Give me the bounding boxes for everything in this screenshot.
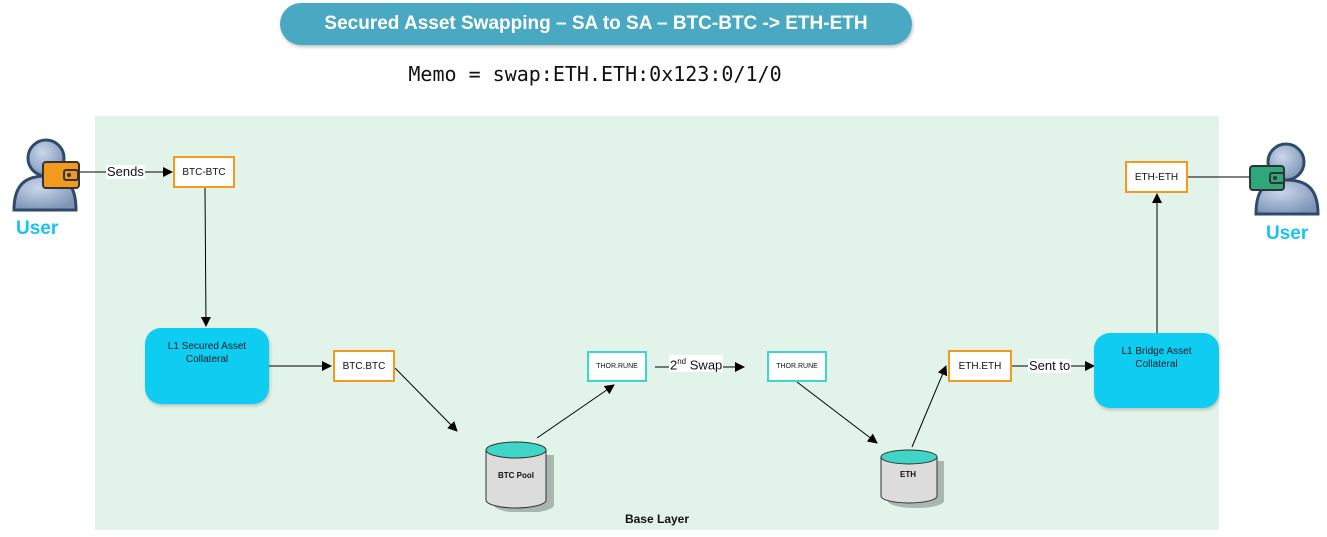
base-layer-label: Base Layer	[624, 512, 690, 526]
node-eth-dot-eth: ETH.ETH	[948, 350, 1012, 382]
memo-text: Memo = swap:ETH.ETH:0x123:0/1/0	[408, 62, 782, 86]
arrow-btc-dot-btc-to-pool	[394, 367, 458, 432]
eth-pool-cylinder-icon	[878, 448, 946, 508]
btc-pool-cylinder-icon	[482, 440, 556, 513]
node-btc-dot-btc: BTC.BTC	[333, 350, 395, 382]
second-swap-word: Swap	[689, 357, 723, 373]
btc-pool-label: BTC Pool	[498, 471, 534, 480]
second-swap-sup: nd	[677, 357, 687, 366]
node-eth-eth: ETH-ETH	[1125, 161, 1188, 193]
user-left-label: User	[16, 218, 59, 239]
eth-pool-label: ETH	[900, 470, 916, 479]
edge-label-sent-to: Sent to	[1028, 358, 1072, 373]
user-right-icon	[1248, 138, 1320, 218]
l1-bridge-label: L1 Bridge Asset Collateral	[1121, 346, 1192, 370]
edge-label-sends: Sends	[106, 164, 145, 179]
node-l1-bridge-collateral: L1 Bridge Asset Collateral	[1094, 333, 1219, 408]
l1-secured-label: L1 Secured Asset Collateral	[167, 341, 247, 365]
node-l1-secured-collateral: L1 Secured Asset Collateral	[145, 328, 269, 404]
node-thor-rune-2: THOR.RUNE	[767, 351, 827, 382]
base-layer-region	[95, 116, 1219, 530]
diagram-title: Secured Asset Swapping – SA to SA – BTC-…	[280, 3, 912, 45]
arrow-btc-btc-to-l1-secured	[200, 187, 211, 327]
arrow-pool-to-thor-rune	[536, 384, 615, 439]
node-btc-btc: BTC-BTC	[173, 156, 235, 188]
arrow-eth-pool-to-eth-dot-eth	[911, 365, 948, 448]
arrow-thor-rune-to-eth-pool	[796, 381, 878, 444]
second-swap-prefix: 2	[670, 357, 678, 373]
user-left-icon	[12, 134, 84, 214]
node-thor-rune-1: THOR.RUNE	[587, 351, 647, 382]
edge-label-second-swap: 2nd Swap	[669, 355, 724, 373]
user-right-label: User	[1266, 223, 1309, 244]
